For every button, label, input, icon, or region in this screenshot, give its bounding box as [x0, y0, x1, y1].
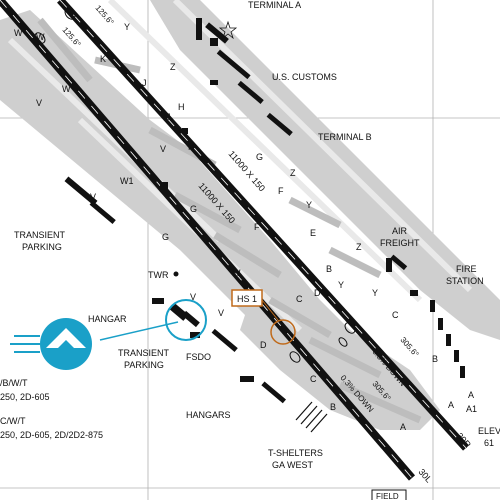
buildings [64, 18, 465, 404]
transient-parking-nw-label-2: PARKING [22, 242, 62, 252]
hangars-building [240, 376, 254, 382]
taxiway-label: V [160, 144, 166, 154]
taxiway-stripes [7, 0, 473, 333]
taxiway-letters: W V W V W1 V W V W V H J G G F D C B A C… [14, 22, 477, 432]
elev-label-1: ELEV [478, 426, 500, 436]
taxiway-label: A [448, 400, 454, 410]
taxiway-label: G [162, 232, 169, 242]
taxiway-label: W1 [120, 176, 134, 186]
runway-right-heading-bottom: 305.6° [398, 335, 420, 358]
taxiway-label: W [62, 84, 71, 94]
star-icon [218, 20, 238, 40]
taxiway-label: A [468, 390, 474, 400]
taxiway-label: Y [372, 288, 378, 298]
taxiway-label: F [278, 186, 284, 196]
taxiway-label: Y [124, 22, 130, 32]
taxiway-label: Z [290, 168, 296, 178]
taxiway-label: D [314, 288, 321, 298]
taxiway-label: Z [356, 242, 362, 252]
taxiway-label: H [188, 142, 195, 152]
taxiway-label: W [36, 32, 45, 42]
fbo-logo-icon [10, 318, 92, 370]
terminal-b-label: TERMINAL B [318, 132, 372, 142]
taxiway-label: E [310, 228, 316, 238]
taxiway-label: Z [170, 62, 176, 72]
taxiway-label: B [330, 402, 336, 412]
taxiway-label: J [166, 112, 171, 122]
transient-parking-s-label-1: TRANSIENT [118, 348, 170, 358]
taxiway-label: G [256, 152, 263, 162]
runway-markers [34, 8, 356, 363]
taxiway-label: C [392, 310, 399, 320]
elev-label-2: 61 [484, 438, 494, 448]
taxiway-label: V [218, 308, 224, 318]
field-box [371, 489, 407, 500]
taxiway-label: Y [306, 200, 312, 210]
taxiway-label: B [432, 354, 438, 364]
fsdo-building [190, 332, 200, 338]
transient-parking-nw-building [64, 176, 98, 206]
hangar-building [152, 298, 164, 304]
taxiway-label: G [190, 204, 197, 214]
transient-parking-nw-label-1: TRANSIENT [14, 230, 66, 240]
air-freight-label-2: FREIGHT [380, 238, 420, 248]
twr-label: TWR [148, 270, 169, 280]
taxiway-label: K [100, 54, 106, 64]
air-freight-building [386, 258, 392, 272]
left-note-1: /B/W/T [0, 378, 28, 388]
taxiway-label: H [178, 102, 185, 112]
hotspot-marker [231, 289, 296, 345]
t-shelters [295, 401, 328, 433]
tower-dot-icon [173, 271, 179, 277]
left-note-4: 250, 2D-605, 2D/2D2-875 [0, 430, 103, 440]
t-shelters-label-1: T-SHELTERS [268, 448, 323, 458]
fire-station-label-2: STATION [446, 276, 484, 286]
us-customs-label: U.S. CUSTOMS [272, 72, 337, 82]
runway-right-heading-top: 125.6° [93, 3, 115, 26]
fire-station-label-1: FIRE [456, 264, 477, 274]
taxiway-label: F [254, 222, 260, 232]
taxiway-label: C [310, 374, 317, 384]
transient-parking-s-label-2: PARKING [124, 360, 164, 370]
air-freight-label-1: AIR [392, 226, 408, 236]
hangar-label: HANGAR [88, 314, 127, 324]
runway-left [0, 0, 416, 481]
taxiway-label: W [14, 28, 23, 38]
taxiway-label: C [296, 294, 303, 304]
terminal-a-label: TERMINAL A [248, 0, 301, 10]
taxiway-label: D [260, 340, 267, 350]
runway-right-end: 30R [454, 431, 473, 450]
left-note-3: C/W/T [0, 416, 26, 426]
taxiway-label: Y [338, 280, 344, 290]
t-shelters-label-2: GA WEST [272, 460, 314, 470]
runway-left-end: 30L [416, 467, 433, 485]
runway-right [57, 0, 469, 451]
field-label: FIELD [376, 492, 399, 500]
fbo-callout [99, 299, 207, 341]
taxiway-label: W [232, 268, 241, 278]
terminal-b-building [266, 112, 293, 136]
taxiway-label: V [36, 98, 42, 108]
fsdo-label: FSDO [186, 352, 211, 362]
taxiway-label: A1 [466, 404, 477, 414]
taxiway-label: B [326, 264, 332, 274]
left-note-2: 250, 2D-605 [0, 392, 50, 402]
terminal-a-building [196, 18, 202, 40]
taxiway-label: V [190, 292, 196, 302]
hotspot-label: HS 1 [237, 294, 257, 304]
hangars-label: HANGARS [186, 410, 231, 420]
taxiway-label: A [400, 422, 406, 432]
taxiway-label: V [90, 192, 96, 202]
fire-station-building [410, 290, 418, 296]
taxiway-label: J [142, 78, 147, 88]
us-customs-building [216, 49, 251, 80]
